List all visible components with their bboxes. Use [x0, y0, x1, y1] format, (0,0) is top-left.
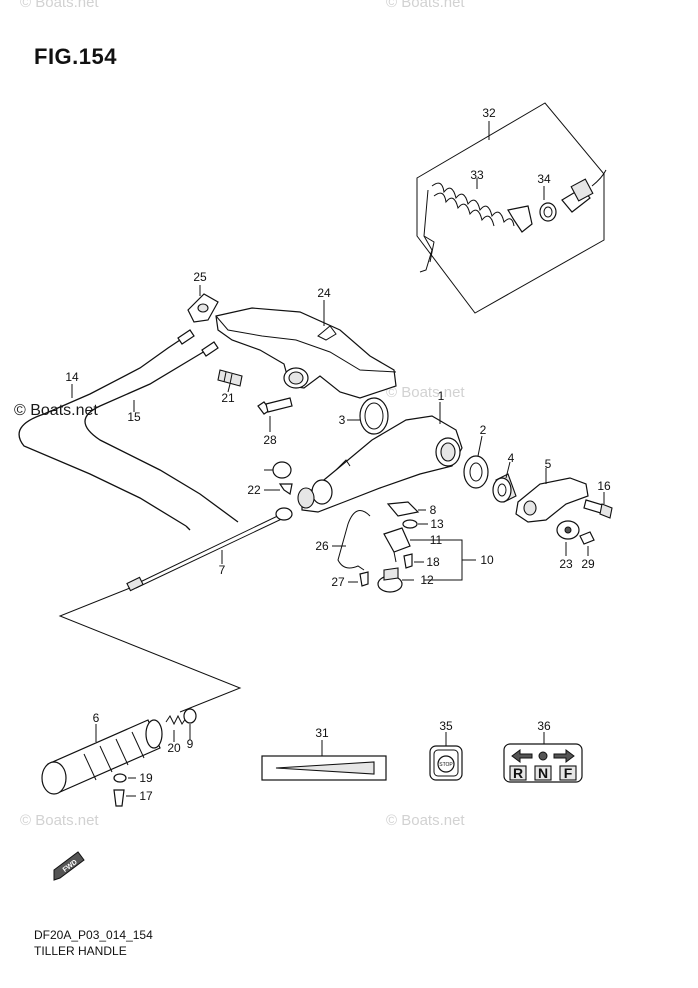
callout-15: 15	[127, 410, 141, 424]
part-20-spring	[165, 714, 187, 742]
part-16-bolt	[583, 492, 613, 519]
part-3-ring	[347, 397, 389, 435]
callout-32: 32	[482, 106, 496, 120]
watermark-strong: © Boats.net	[12, 402, 100, 420]
callout-10: 10	[480, 553, 494, 567]
callout-34: 34	[537, 172, 551, 186]
callout-35: 35	[439, 719, 453, 733]
part-27-screw	[348, 571, 369, 587]
part-21-pin	[217, 369, 243, 393]
part-26-wire-clip	[332, 510, 371, 571]
watermark: © Boats.net	[20, 812, 99, 829]
part-19-washer	[113, 773, 136, 783]
part-13-washer	[402, 519, 428, 529]
callout-16: 16	[597, 479, 611, 493]
part-14-throttle-cable	[18, 329, 195, 531]
callout-21: 21	[221, 391, 235, 405]
assembly-guide-line	[58, 587, 242, 713]
callout-8: 8	[430, 503, 437, 517]
part-31-decal	[261, 740, 387, 781]
fwd-arrow-icon: FWD	[53, 851, 85, 881]
part-2-washer	[463, 435, 489, 489]
watermark: © Boats.net	[386, 812, 465, 829]
gear-n-label: N	[538, 765, 548, 781]
callout-20: 20	[167, 741, 181, 755]
callout-9: 9	[187, 737, 194, 751]
callout-28: 28	[263, 433, 277, 447]
callout-24: 24	[317, 286, 331, 300]
callout-13: 13	[430, 517, 444, 531]
part-12-stop-switch	[377, 567, 414, 593]
callout-22: 22	[247, 483, 261, 497]
part-17-screw	[113, 789, 136, 807]
part-22-clip	[264, 483, 293, 495]
callout-36: 36	[537, 719, 551, 733]
diagram-code: DF20A_P03_014_154	[34, 928, 153, 942]
part-28-bolt	[257, 397, 293, 432]
callout-33: 33	[470, 168, 484, 182]
part-8-plate	[386, 501, 426, 517]
part-5-friction-plate	[515, 468, 589, 523]
part-11-switch-body	[383, 527, 452, 563]
part-30-grommet	[264, 461, 292, 479]
callout-1: 1	[438, 389, 445, 403]
callout-29: 29	[581, 557, 595, 571]
callout-31: 31	[315, 726, 329, 740]
part-4-bushing	[492, 461, 517, 503]
callout-labels: 32 33 34 25 24 14 15 21 28 3 1 2 4 5 16 …	[65, 106, 611, 803]
part-29-screw	[579, 531, 595, 556]
callout-2: 2	[480, 423, 487, 437]
callout-26: 26	[315, 539, 329, 553]
callout-12: 12	[420, 573, 434, 587]
part-35-stop-decal: STOP	[429, 732, 463, 781]
stop-label: STOP	[439, 762, 453, 768]
part-24-tiller-bracket	[215, 300, 397, 399]
part-23-knob	[556, 520, 580, 556]
part-25-bracket	[187, 285, 219, 323]
callout-18: 18	[426, 555, 440, 569]
gear-r-label: R	[513, 765, 523, 781]
part-1-tiller-arm	[297, 402, 463, 513]
callout-14: 14	[65, 370, 79, 384]
part-33-lanyard-coil	[419, 178, 533, 273]
callout-25: 25	[193, 270, 207, 284]
gear-f-label: F	[564, 765, 573, 781]
part-34-stop-switch	[539, 169, 607, 222]
watermark: © Boats.net	[386, 0, 465, 11]
part-6-throttle-grip	[41, 719, 163, 795]
callout-7: 7	[219, 563, 226, 577]
part-18-screw	[403, 553, 424, 569]
callout-11: 11	[430, 533, 443, 547]
diagram-name: TILLER HANDLE	[34, 944, 127, 958]
part-9-screw	[183, 708, 197, 740]
callout-23: 23	[559, 557, 573, 571]
part-15-throttle-cable	[84, 341, 239, 523]
callout-6: 6	[93, 711, 100, 725]
callout-17: 17	[139, 789, 153, 803]
part-32-kit-outline	[416, 102, 605, 314]
callout-4: 4	[508, 451, 515, 465]
watermark: © Boats.net	[386, 384, 465, 401]
callout-19: 19	[139, 771, 153, 785]
watermark: © Boats.net	[20, 0, 99, 11]
part-36-shift-decal: R N F	[503, 732, 583, 783]
part-7-throttle-shaft	[126, 507, 293, 592]
callout-27: 27	[331, 575, 345, 589]
callout-5: 5	[545, 457, 552, 471]
figure-title: FIG.154	[34, 44, 117, 69]
callout-3: 3	[339, 413, 346, 427]
